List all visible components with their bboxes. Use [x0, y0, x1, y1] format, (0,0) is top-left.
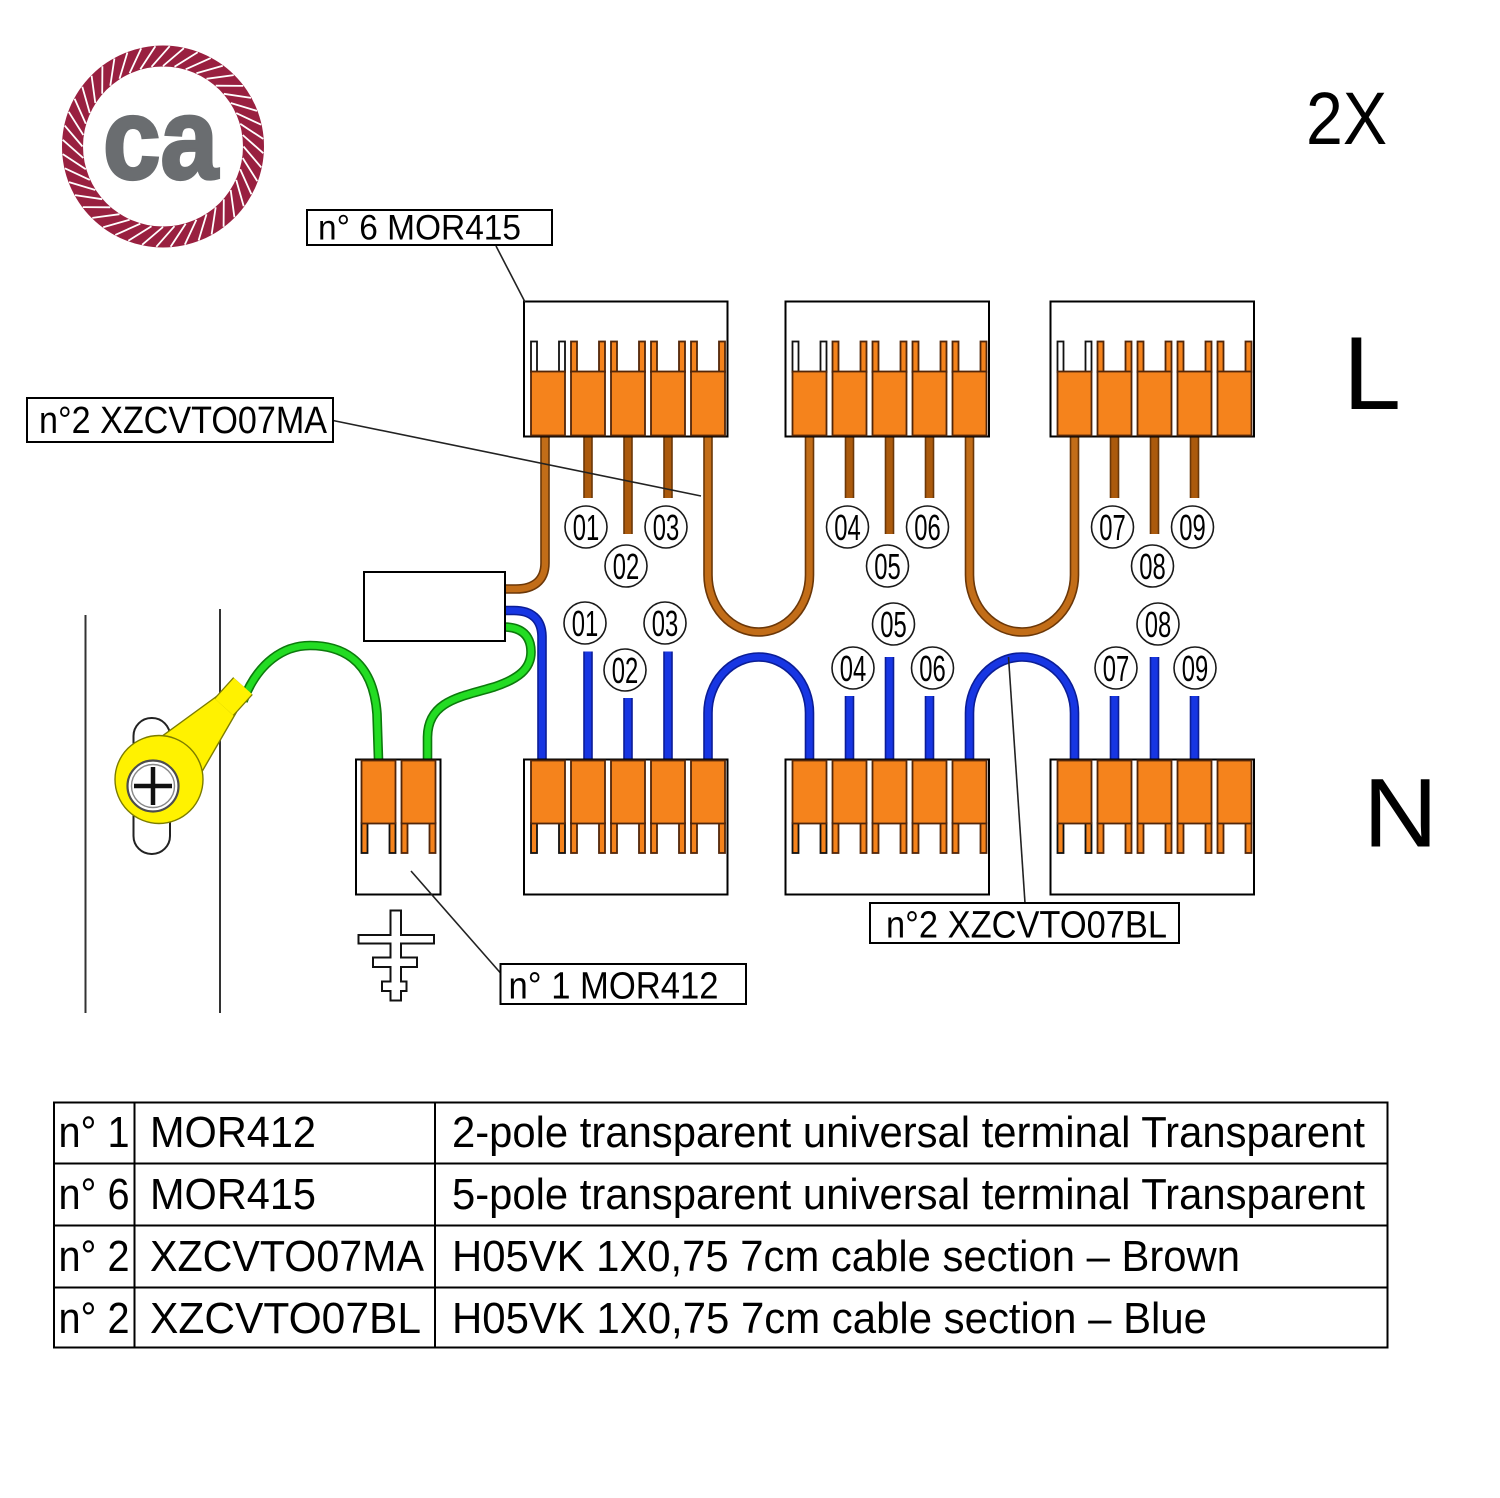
svg-text:08: 08 — [1139, 546, 1166, 587]
svg-text:2-pole transparent universal t: 2-pole transparent universal terminal Tr… — [452, 1108, 1365, 1157]
svg-text:05: 05 — [874, 546, 901, 587]
svg-text:01: 01 — [573, 507, 600, 548]
svg-text:n° 2: n° 2 — [59, 1294, 130, 1343]
svg-text:09: 09 — [1179, 507, 1206, 548]
svg-text:MOR412: MOR412 — [150, 1108, 316, 1157]
svg-text:07: 07 — [1099, 507, 1126, 548]
svg-text:n° 6 MOR415: n° 6 MOR415 — [318, 209, 521, 248]
svg-text:n° 2: n° 2 — [59, 1232, 130, 1281]
svg-text:04: 04 — [840, 648, 867, 689]
svg-text:06: 06 — [914, 507, 941, 548]
svg-text:03: 03 — [653, 507, 680, 548]
svg-text:n° 6: n° 6 — [59, 1170, 130, 1219]
svg-text:03: 03 — [652, 603, 679, 644]
svg-text:H05VK 1X0,75 7cm cable section: H05VK 1X0,75 7cm cable section – Blue — [452, 1294, 1207, 1343]
svg-text:09: 09 — [1182, 648, 1209, 689]
svg-text:08: 08 — [1145, 604, 1172, 645]
svg-text:02: 02 — [612, 650, 639, 691]
svg-text:n° 1 MOR412: n° 1 MOR412 — [509, 966, 719, 1008]
svg-text:5-pole transparent universal t: 5-pole transparent universal terminal Tr… — [452, 1170, 1365, 1219]
svg-text:n°2 XZCVTO07MA: n°2 XZCVTO07MA — [39, 400, 328, 442]
svg-text:H05VK 1X0,75 7cm cable section: H05VK 1X0,75 7cm cable section – Brown — [452, 1232, 1240, 1281]
svg-text:2X: 2X — [1306, 77, 1387, 160]
svg-text:06: 06 — [919, 648, 946, 689]
svg-text:L: L — [1343, 316, 1401, 432]
svg-text:n°2 XZCVTO07BL: n°2 XZCVTO07BL — [886, 905, 1167, 947]
svg-text:01: 01 — [572, 603, 599, 644]
svg-text:04: 04 — [834, 507, 861, 548]
svg-text:05: 05 — [880, 604, 907, 645]
svg-text:MOR415: MOR415 — [150, 1170, 316, 1219]
svg-text:XZCVTO07MA: XZCVTO07MA — [150, 1232, 425, 1281]
svg-text:07: 07 — [1103, 648, 1130, 689]
svg-text:XZCVTO07BL: XZCVTO07BL — [150, 1294, 421, 1343]
svg-text:02: 02 — [613, 546, 640, 587]
svg-text:N: N — [1363, 759, 1438, 868]
svg-text:n° 1: n° 1 — [59, 1108, 130, 1157]
svg-text:ca: ca — [103, 76, 219, 204]
